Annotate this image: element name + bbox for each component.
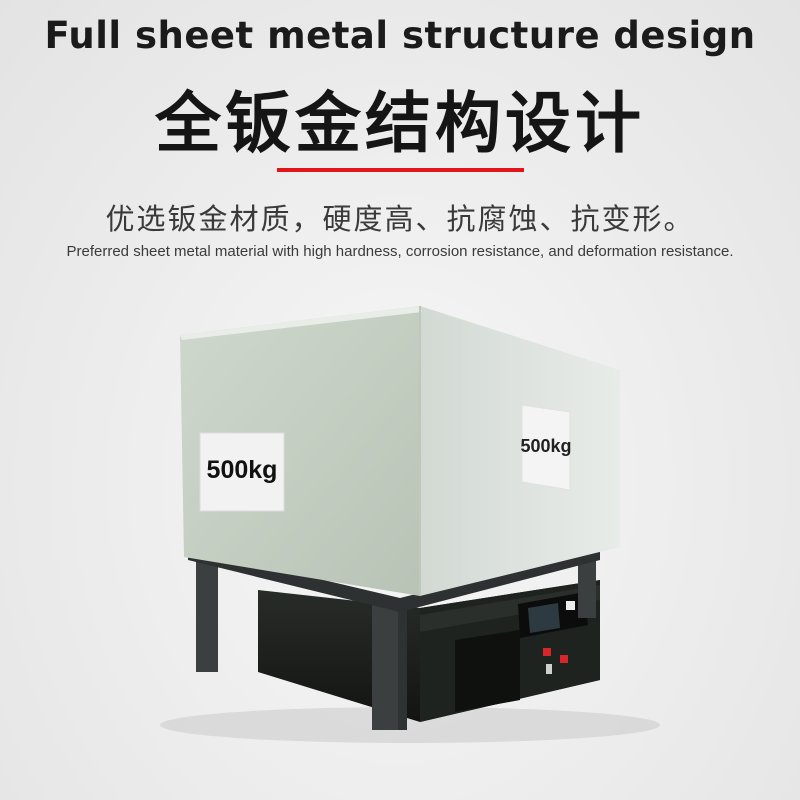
subtitle-english: Preferred sheet metal material with high… — [66, 243, 734, 260]
side-label-text: 500kg — [520, 436, 571, 456]
emergency-button — [543, 648, 551, 656]
floor-shadow — [160, 707, 660, 743]
agv-control-panel — [518, 592, 588, 674]
side-weight-label: 500kg — [520, 404, 572, 491]
rack-legs — [196, 556, 596, 730]
emergency-button — [560, 655, 568, 663]
front-label-text: 500kg — [207, 456, 278, 484]
box-front-face — [180, 306, 420, 596]
front-weight-label: 500kg — [199, 432, 285, 512]
title-chinese: 全钣金结构设计 — [155, 85, 645, 162]
agv-product-photo: 500kg 500kg — [160, 306, 660, 743]
box-side-face — [420, 306, 620, 596]
rack-frame — [188, 548, 600, 612]
subtitle-chinese: 优选钣金材质，硬度高、抗腐蚀、抗变形。 — [105, 202, 695, 236]
accent-divider — [277, 168, 524, 172]
title-english: Full sheet metal structure design — [44, 14, 756, 57]
